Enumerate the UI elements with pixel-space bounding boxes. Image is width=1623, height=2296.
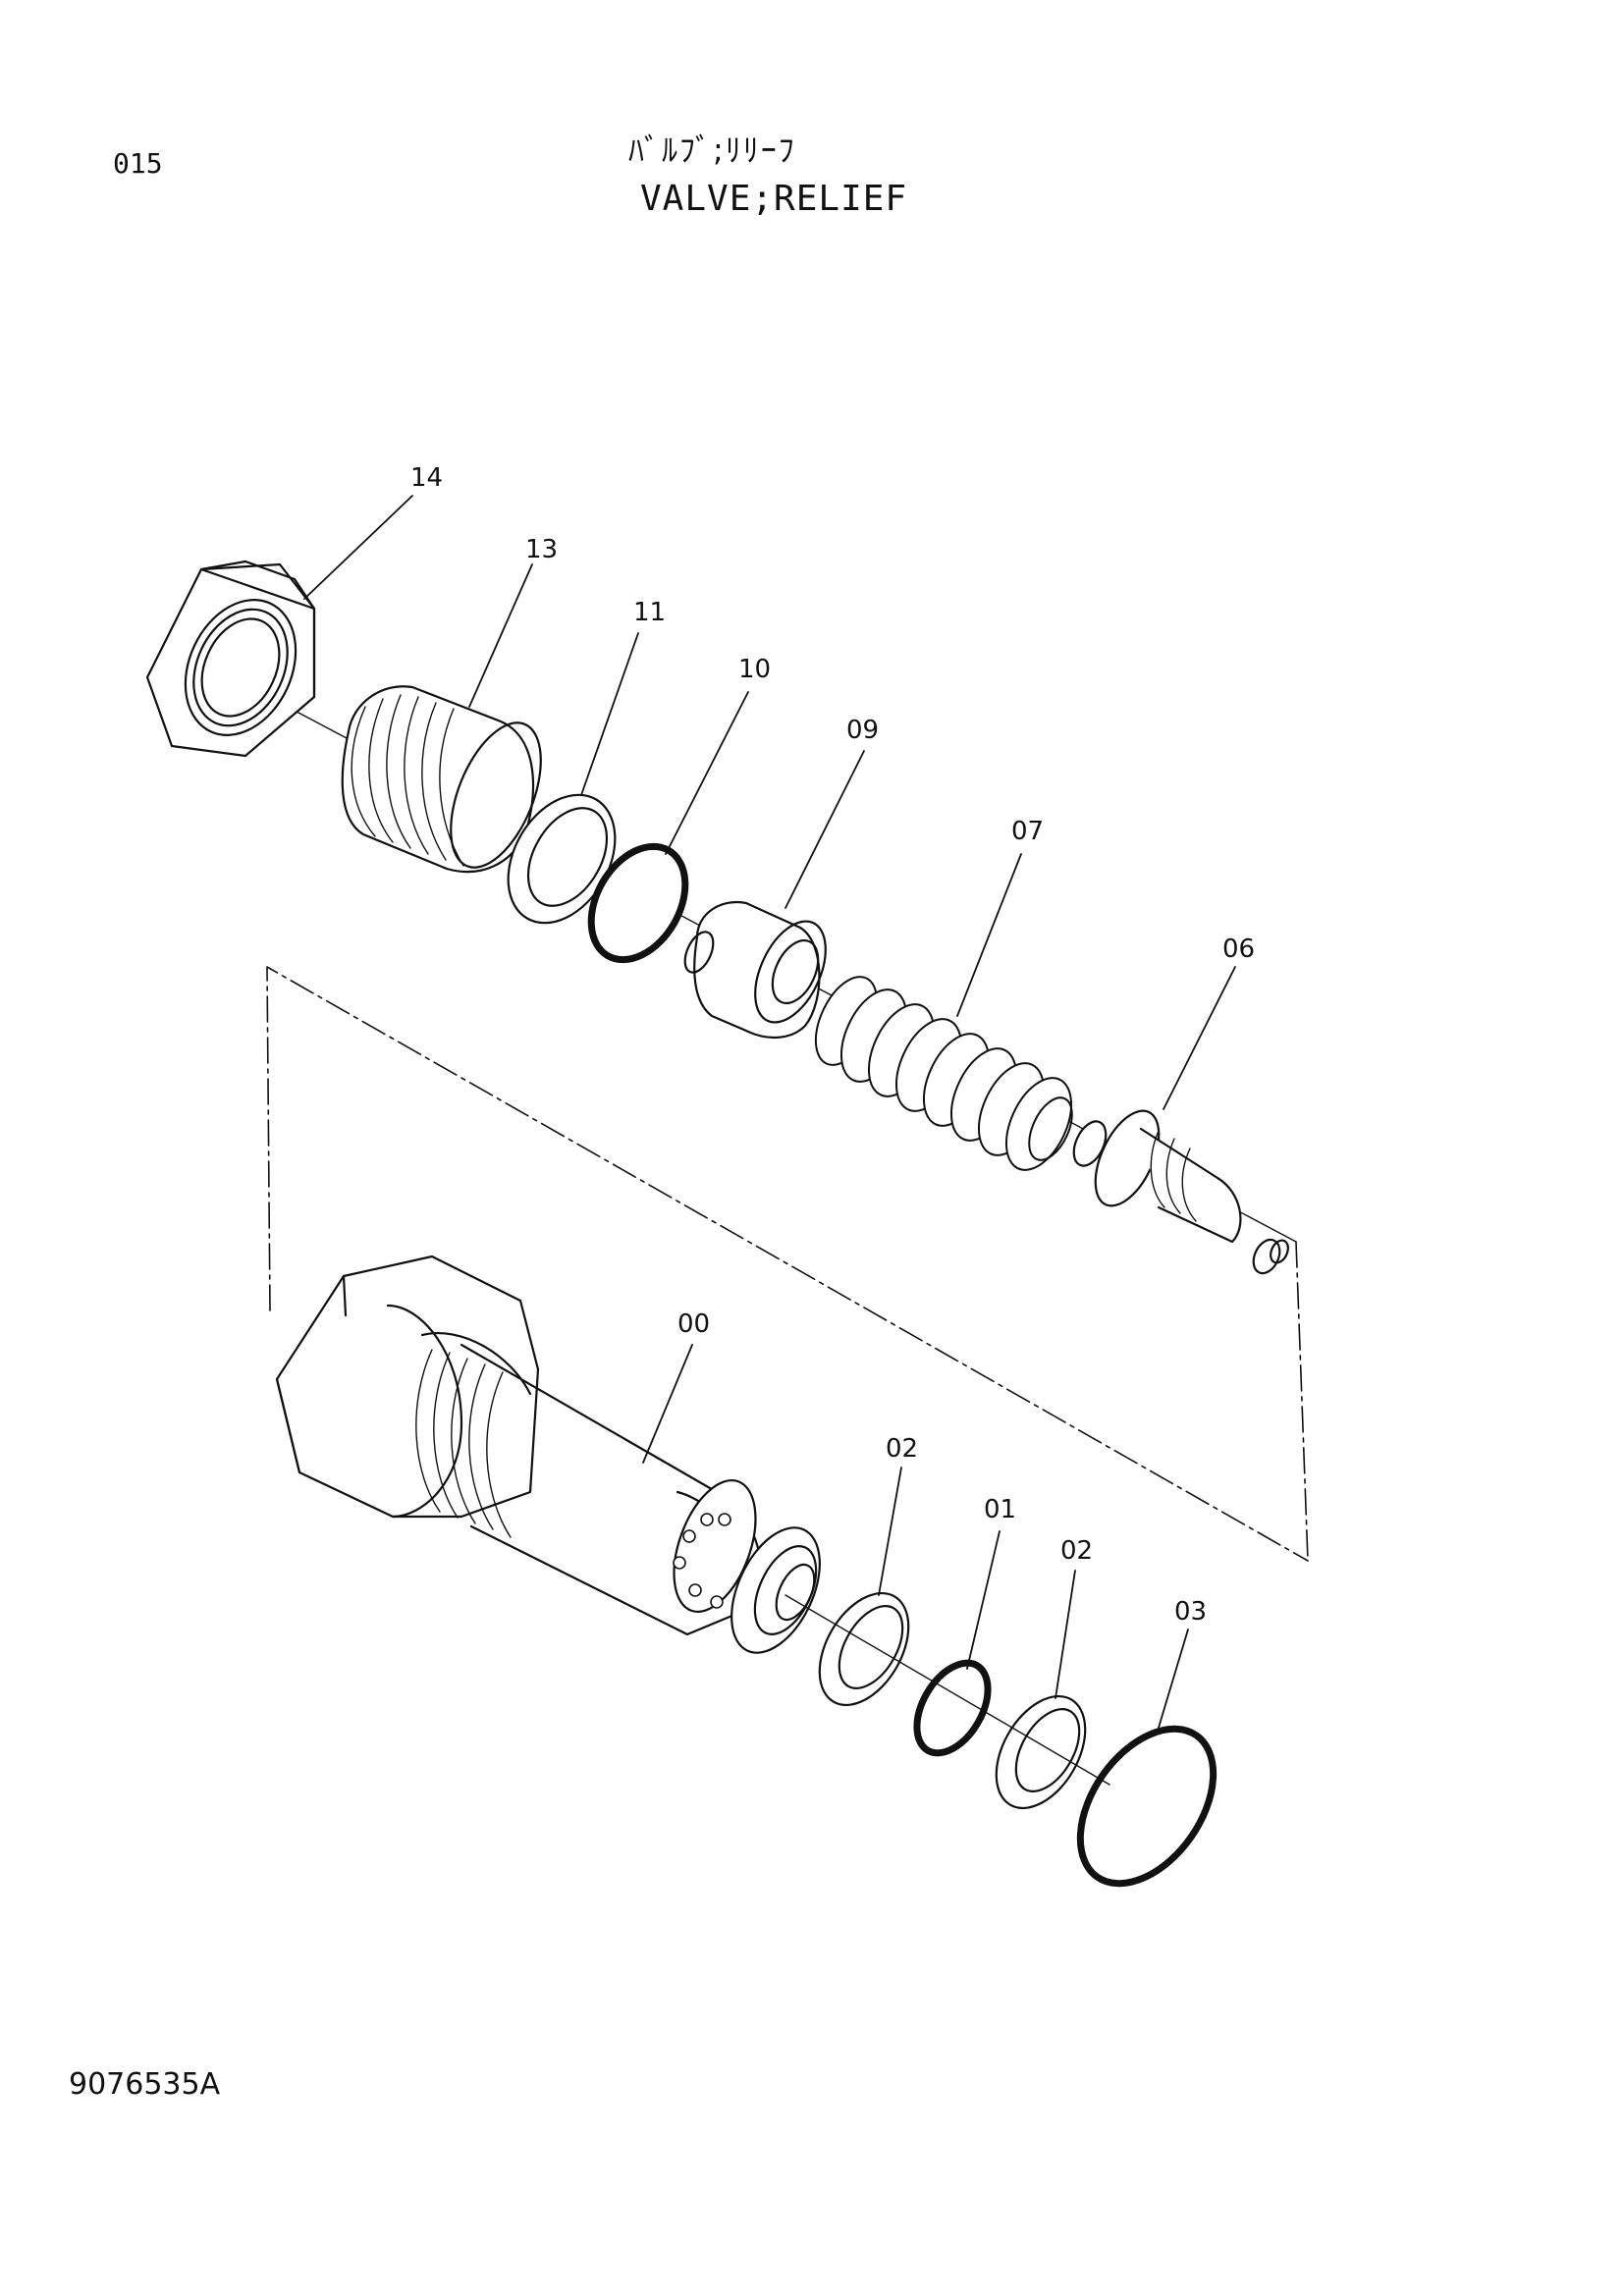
callout-11: 11 — [633, 598, 666, 627]
callout-13: 13 — [525, 535, 558, 564]
assembly-guide-lines — [266, 966, 1309, 1562]
part-07-spring — [814, 976, 1073, 1171]
callout-14: 14 — [410, 463, 443, 493]
callout-02-upper: 02 — [886, 1434, 918, 1464]
callout-03: 03 — [1174, 1597, 1207, 1627]
callout-01: 01 — [984, 1495, 1016, 1524]
lower-assembly-axis — [784, 1594, 1110, 1786]
title-english: VALVE;RELIEF — [640, 179, 908, 219]
callout-06: 06 — [1222, 934, 1255, 964]
part-11-backup-ring — [507, 793, 617, 925]
callout-09: 09 — [846, 716, 879, 745]
part-09-seat — [683, 900, 827, 1040]
part-03-large-o-ring — [1076, 1725, 1217, 1888]
part-02-backup-ring-lower — [995, 1694, 1087, 1810]
callout-10: 10 — [738, 655, 771, 684]
part-01-o-ring — [913, 1659, 992, 1757]
part-06-poppet — [1072, 1109, 1289, 1275]
callout-07: 07 — [1011, 817, 1044, 846]
title-japanese: ﾊﾞﾙﾌﾞ;ﾘﾘｰﾌ — [628, 132, 796, 169]
part-00-valve-body — [275, 1255, 821, 1654]
part-10-o-ring — [587, 842, 689, 964]
drawing-code: 9076535A — [69, 2067, 221, 2102]
callout-02-lower: 02 — [1060, 1536, 1093, 1566]
callout-00: 00 — [677, 1309, 710, 1339]
leader-lines — [303, 495, 1236, 1729]
page-number: 015 — [113, 147, 163, 180]
part-13-threaded-plug — [341, 685, 542, 874]
part-14-hex-nut — [145, 560, 316, 758]
part-02-backup-ring-upper — [818, 1591, 910, 1707]
